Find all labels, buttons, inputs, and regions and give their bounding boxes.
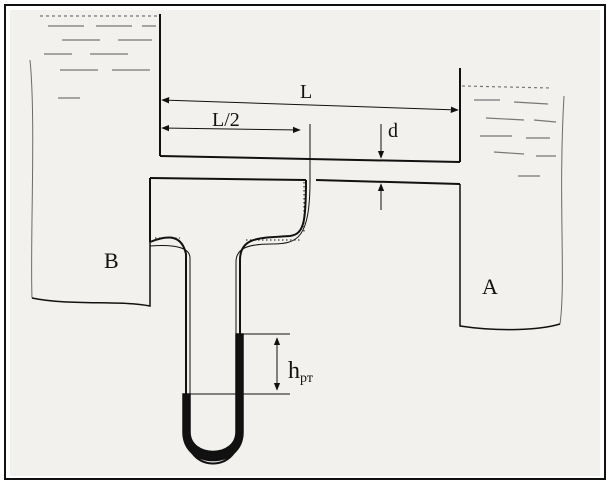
dimension-half-l: L/2 [161, 109, 311, 180]
tank-a-cut-edge [559, 95, 565, 325]
label-diameter: d [388, 120, 398, 142]
label-h-sub: рт [300, 371, 313, 386]
paper-sheet [10, 10, 600, 476]
dimension-half-l-arrow [161, 124, 301, 134]
label-h-main: h [288, 358, 300, 384]
dimension-h: hрт [190, 333, 313, 395]
tank-a-water-surface [461, 85, 557, 177]
label-tank-b: B [104, 248, 119, 273]
dimension-l-arrow [161, 97, 459, 113]
tank-a [459, 68, 565, 331]
label-length-half: L/2 [212, 109, 240, 131]
tank-b-cut-edge [29, 59, 34, 299]
dimension-l: L [161, 81, 459, 113]
dimension-d: d [377, 120, 398, 210]
tube-inner-wall-right [235, 179, 311, 334]
tank-b-water-surface [40, 15, 160, 99]
tank-b-bottom-edge [31, 242, 151, 307]
tank-a-bottom-edge [459, 184, 561, 331]
tank-b [29, 14, 161, 307]
mercury-column [182, 333, 244, 462]
u-tube-manometer [149, 179, 311, 465]
pipe-bottom-wall-right [315, 179, 461, 185]
label-manometer-height: hрт [288, 358, 313, 386]
tube-outer-wall [149, 179, 307, 465]
label-length-total: L [300, 81, 312, 103]
label-tank-a: A [482, 274, 498, 299]
tube-water-hatch [155, 182, 305, 394]
tube-inner-wall-left [149, 245, 191, 394]
pipe-bottom-wall-left [149, 177, 307, 181]
outer-frame [4, 4, 606, 480]
